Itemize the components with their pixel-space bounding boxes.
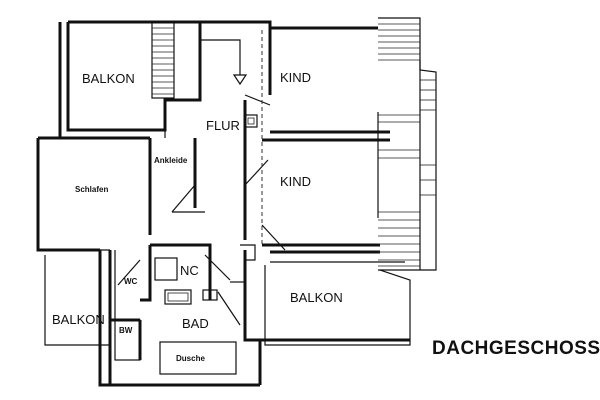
flur-closet [244, 114, 258, 128]
sink [164, 289, 192, 305]
label-schlafen: Schlafen [75, 185, 108, 194]
bath-fixtures [114, 257, 237, 375]
label-balkon-top: BALKON [82, 71, 135, 86]
wc-fixture [154, 257, 178, 281]
staircase [151, 21, 248, 99]
label-bad: BAD [182, 316, 209, 331]
interior-walls [38, 22, 411, 385]
label-balkon-left: BALKON [52, 312, 105, 327]
label-dusche: Dusche [176, 354, 205, 363]
label-kind-mid: KIND [280, 174, 311, 189]
label-kind-top: KIND [280, 70, 311, 85]
plan-title: DACHGESCHOSS [432, 338, 600, 359]
roof-hatching [377, 17, 437, 271]
label-wc-symbol: NC [180, 263, 199, 278]
shower [159, 341, 237, 375]
label-balkon-right: BALKON [290, 290, 343, 305]
label-wc: WC [124, 277, 138, 286]
label-ankleide: Ankleide [154, 156, 188, 165]
label-bw: BW [119, 326, 133, 335]
label-flur: FLUR [206, 118, 240, 133]
door-swings [117, 94, 286, 326]
bathtub-bw [114, 319, 141, 361]
